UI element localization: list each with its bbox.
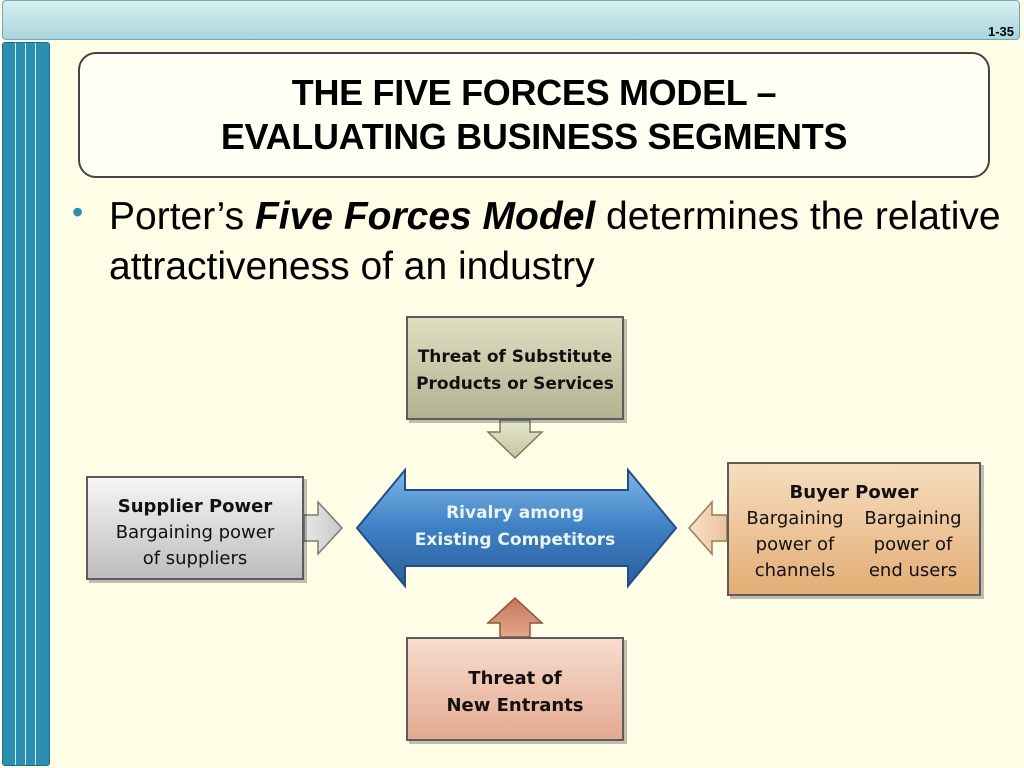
left-sidebar-decoration <box>2 42 50 766</box>
bullet-dot-icon: • <box>72 194 84 230</box>
bullet-point: • Porter’s Five Forces Model determines … <box>72 192 1012 292</box>
buyer-power-box: Buyer Power Bargaining power of channels… <box>727 462 981 596</box>
substitutes-line-2: Products or Services <box>416 374 614 394</box>
supplier-line-1: Bargaining power <box>115 522 275 543</box>
bullet-prefix: Porter’s <box>109 195 255 238</box>
buyer-col1-line: Bargaining <box>746 508 844 529</box>
new-entrants-box: Threat of New Entrants <box>406 637 624 741</box>
new-entrants-line-2: New Entrants <box>446 695 584 716</box>
supplier-power-box: Supplier Power Bargaining power of suppl… <box>86 476 304 580</box>
buyer-col2-line: end users <box>868 560 958 581</box>
title-line-1: THE FIVE FORCES MODEL – <box>291 72 777 113</box>
buyer-channels-column: Bargaining power of channels <box>741 506 849 584</box>
bullet-text: Porter’s Five Forces Model determines th… <box>109 192 1012 292</box>
title-box: THE FIVE FORCES MODEL – EVALUATING BUSIN… <box>78 52 990 178</box>
substitutes-box: Threat of Substitute Products or Service… <box>406 316 624 420</box>
bullet-suffix: determines the relative attractiveness o… <box>109 195 1001 288</box>
buyer-col1-line: power of <box>755 534 835 555</box>
buyer-end-users-column: Bargaining power of end users <box>859 506 967 584</box>
supplier-right-arrow <box>303 500 344 556</box>
supplier-line-2: of suppliers <box>142 548 248 569</box>
rivalry-line-1: Rivalry among <box>446 503 584 523</box>
supplier-title: Supplier Power <box>117 496 273 517</box>
new-entrants-up-arrow <box>486 596 544 638</box>
rivalry-label: Rivalry among Existing Competitors <box>400 500 630 554</box>
buyer-col2-line: Bargaining <box>864 508 962 529</box>
slide-number: 1-35 <box>987 24 1014 39</box>
buyer-col2-line: power of <box>873 534 953 555</box>
substitutes-line-1: Threat of Substitute <box>417 347 613 367</box>
top-banner <box>2 0 1020 40</box>
substitute-down-arrow <box>486 419 544 460</box>
rivalry-line-2: Existing Competitors <box>414 530 616 550</box>
bullet-emphasis: Five Forces Model <box>254 195 596 238</box>
new-entrants-line-1: Threat of <box>468 668 562 689</box>
buyer-col1-line: channels <box>754 560 836 581</box>
buyer-left-arrow <box>687 500 728 556</box>
title-line-2: EVALUATING BUSINESS SEGMENTS <box>220 116 848 157</box>
buyer-title: Buyer Power <box>789 482 919 503</box>
buyer-columns: Bargaining power of channels Bargaining … <box>729 506 979 584</box>
